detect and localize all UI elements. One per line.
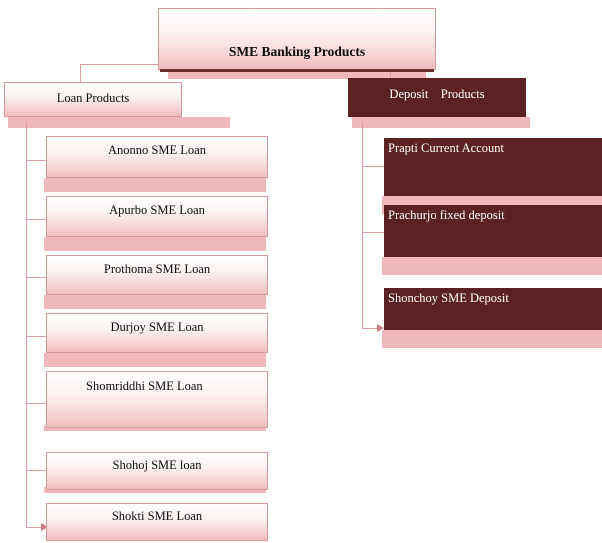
loan-stub-6 [26, 470, 48, 472]
deposit-branch-node[interactable]: Deposit Products [348, 78, 526, 117]
root-node-shadow [168, 70, 426, 79]
loan-child-body [46, 196, 268, 237]
loan-child-node[interactable]: Shohoj SME loan [46, 452, 268, 490]
loan-child-body [46, 136, 268, 178]
connector-root-to-loan [80, 64, 82, 84]
deposit-branch-shadow [352, 117, 530, 128]
deposit-child-node[interactable]: Prachurjo fixed deposit [384, 205, 602, 257]
root-node-underline [160, 69, 434, 72]
loan-child-label: Shokti SME Loan [111, 509, 203, 523]
loan-stub-5 [26, 403, 48, 405]
deposit-child-node[interactable]: Shonchoy SME Deposit [384, 288, 602, 330]
deposit-child-node[interactable]: Prapti Current Account [384, 138, 602, 196]
loan-stub-2 [26, 219, 48, 221]
deposit-last-arrow-icon [377, 324, 384, 332]
loan-child-node[interactable]: Anonno SME Loan [46, 136, 268, 178]
deposit-child-shadow [382, 257, 602, 275]
loan-last-arrow-icon [41, 523, 48, 531]
loan-stub-3 [26, 277, 48, 279]
loan-child-shadow [44, 295, 266, 309]
loan-child-body [46, 313, 268, 353]
loan-child-node[interactable]: Shomriddhi SME Loan [46, 371, 268, 428]
deposit-child-shadow [382, 330, 602, 348]
loan-child-body [46, 255, 268, 295]
loan-child-body [46, 452, 268, 490]
loan-child-label: Apurbo SME Loan [109, 203, 205, 217]
loan-child-node[interactable]: Durjoy SME Loan [46, 313, 268, 353]
loan-child-node[interactable]: Prothoma SME Loan [46, 255, 268, 295]
deposit-branch-body [348, 78, 526, 117]
loan-child-shadow [44, 425, 266, 431]
deposit-stub-3 [362, 328, 380, 330]
loan-child-shadow [44, 487, 266, 493]
deposit-child-body [384, 205, 602, 257]
loan-child-shadow [44, 353, 266, 367]
root-node-label: SME Banking Products [228, 44, 366, 59]
deposit-stub-2 [362, 232, 384, 234]
deposit-child-label: Prapti Current Account [388, 141, 504, 155]
loan-child-label: Anonno SME Loan [108, 143, 206, 157]
deposit-child-label: Prachurjo fixed deposit [388, 208, 505, 222]
loan-stub-7 [26, 527, 44, 529]
loan-stub-1 [26, 160, 48, 162]
deposit-child-body [384, 138, 602, 196]
deposit-child-label: Shonchoy SME Deposit [388, 291, 509, 305]
loan-child-label: Durjoy SME Loan [110, 320, 204, 334]
loan-branch-label: Loan Products [56, 91, 130, 105]
loan-child-shadow [44, 178, 266, 192]
deposit-trunk-line [362, 122, 364, 328]
loan-child-label: Prothoma SME Loan [103, 262, 211, 276]
loan-branch-node[interactable]: Loan Products [4, 82, 182, 117]
root-node-body [158, 8, 436, 70]
loan-child-label: Shomriddhi SME Loan [86, 379, 203, 393]
loan-trunk-line [26, 122, 28, 527]
deposit-child-body [384, 288, 602, 330]
loan-branch-body [4, 82, 182, 117]
deposit-branch-label: Deposit Products [389, 87, 485, 101]
loan-child-node[interactable]: Shokti SME Loan [46, 503, 268, 541]
loan-child-body [46, 503, 268, 541]
root-node[interactable]: SME Banking Products [158, 8, 436, 70]
loan-child-body [46, 371, 268, 428]
loan-child-node[interactable]: Apurbo SME Loan [46, 196, 268, 237]
connector-root-to-deposit [390, 64, 392, 82]
loan-child-label: Shohoj SME loan [112, 458, 202, 472]
loan-stub-4 [26, 336, 48, 338]
loan-child-shadow [44, 237, 266, 251]
deposit-stub-1 [362, 166, 384, 168]
loan-branch-shadow [8, 117, 230, 128]
